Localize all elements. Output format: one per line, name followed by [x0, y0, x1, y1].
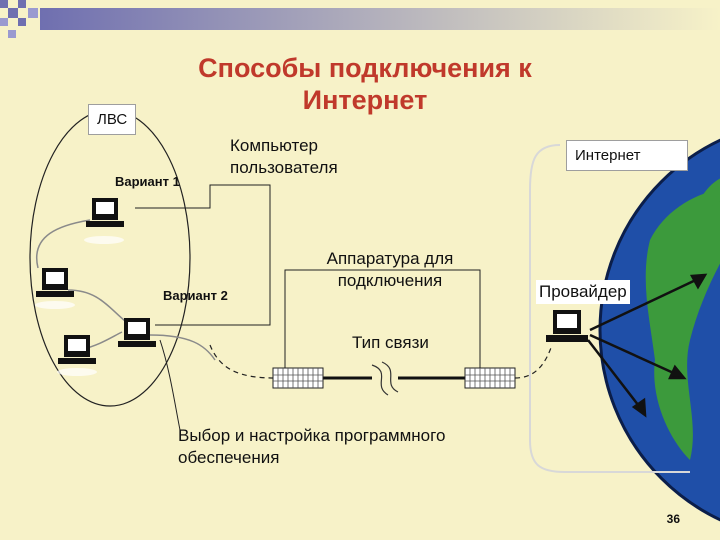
computer-icon	[57, 335, 97, 376]
provider-computer-icon	[546, 310, 588, 342]
user-computer-label: Компьютер пользователя	[230, 136, 338, 177]
page-number: 36	[666, 512, 680, 526]
software-label: Выбор и настройка программного обеспечен…	[178, 426, 446, 467]
modem-icon	[464, 367, 516, 389]
header-decoration	[0, 0, 720, 38]
provider-label: Провайдер	[536, 280, 630, 304]
leader-lines	[135, 184, 481, 431]
equipment-label: Аппаратура для подключения	[326, 249, 454, 290]
lan-label: ЛВС	[88, 104, 137, 135]
internet-region-outline	[529, 144, 690, 473]
computer-icon	[118, 318, 156, 347]
connection-dashed	[209, 344, 553, 379]
variant1-label: Вариант 1	[115, 174, 180, 189]
link-type-label: Тип связи	[352, 333, 429, 352]
globe-icon	[598, 138, 720, 522]
internet-label: Интернет	[566, 140, 688, 171]
slide-title: Способы подключения к Интернет	[198, 53, 532, 115]
modem-icon	[272, 367, 324, 389]
link-line	[323, 361, 465, 396]
computer-icon	[84, 198, 124, 244]
variant2-label: Вариант 2	[163, 288, 228, 303]
computer-icon	[35, 268, 75, 309]
provider-arrows	[587, 273, 708, 418]
